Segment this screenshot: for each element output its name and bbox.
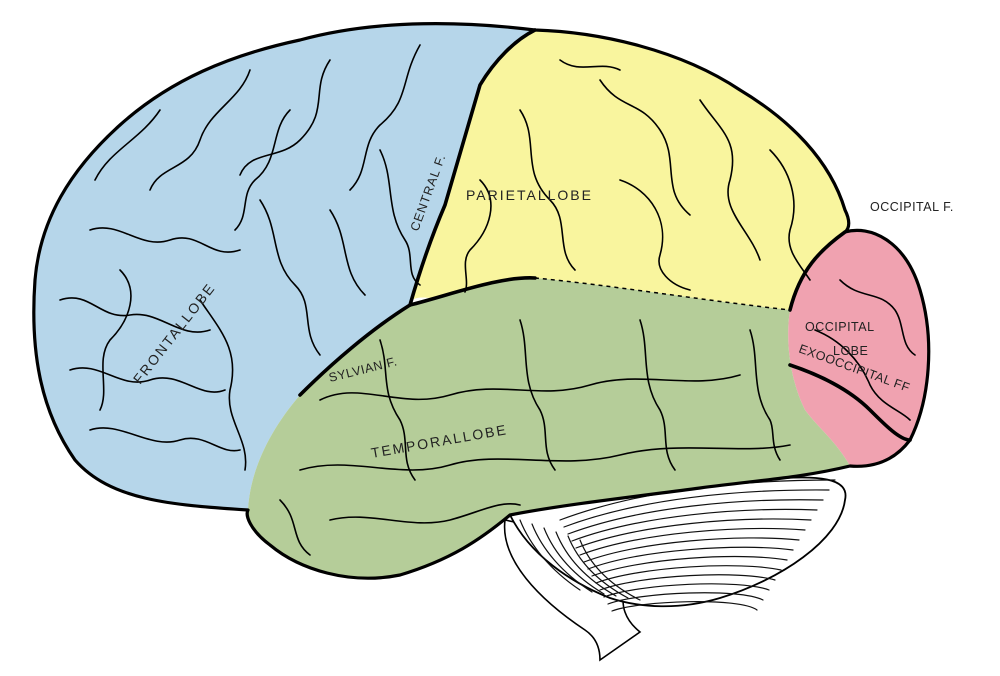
cerebellum-group	[503, 476, 847, 662]
brain-stem-line	[519, 519, 581, 591]
gyri-sulci-lines	[59, 44, 916, 556]
cerebellum-folium-line	[567, 499, 824, 535]
cerebellum-folium-line	[587, 546, 794, 570]
major-fissures	[298, 28, 912, 442]
sylvian-fissure-line	[298, 276, 537, 397]
cerebellum-folium-line	[611, 601, 758, 612]
cerebellum-folium-line	[563, 489, 830, 528]
cerebellum-folium-line	[579, 527, 806, 556]
occipital-lobe-label-line1: OCCIPITAL	[805, 320, 875, 334]
cerebellum-folium-line	[607, 592, 764, 605]
brain-stem-line	[531, 523, 593, 593]
exooccipital-fissure-line	[788, 363, 912, 442]
cerebellum-folium-line	[571, 508, 818, 542]
brain-stem-line	[567, 535, 629, 599]
cerebellum-folium-line	[595, 565, 782, 584]
cerebellum-folium-line	[583, 537, 800, 563]
brain-stem-line	[555, 531, 617, 597]
parietal-lobe-label: PARIETALLOBE	[466, 187, 593, 203]
temporal-lobe-region	[247, 277, 850, 579]
brain-stem-line	[543, 527, 605, 595]
brain-stem-line	[579, 539, 641, 601]
occipital-fissure-line	[788, 230, 847, 312]
central-fissure-line	[408, 28, 537, 307]
occipital-lobe-label-line2: LOBE	[833, 344, 868, 358]
cerebellum-folium-line	[591, 555, 788, 577]
cerebellum-folium-line	[575, 518, 812, 549]
frontal-lobe-region	[33, 23, 536, 511]
occipital-fissure-label: OCCIPITAL F.	[870, 200, 954, 214]
cerebellum-folium-line	[599, 574, 776, 591]
occipital-lobe-region	[788, 230, 929, 467]
parietal-temporal-boundary	[534, 277, 791, 311]
parietal-lobe-region	[410, 30, 849, 310]
brain-outline	[32, 22, 931, 580]
